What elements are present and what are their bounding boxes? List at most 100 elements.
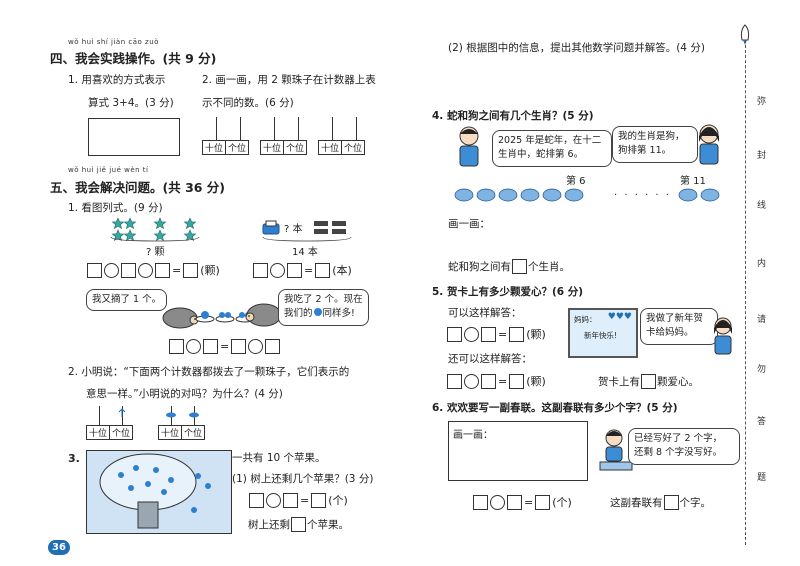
tens-label: 十位 [203, 141, 227, 154]
blank-box[interactable] [509, 326, 525, 342]
q6-bubble: 已经写好了 2 个字， 还剩 8 个字没写好。 [628, 428, 740, 465]
q4-girl-line1: 我的生肖是狗， [618, 131, 685, 142]
blank-box[interactable] [283, 492, 298, 508]
q3-answer-prefix: 树上还剩 [248, 519, 290, 531]
blank-box[interactable] [641, 374, 656, 389]
q1-title: 1. 看图列式。(9 分) [68, 202, 163, 214]
equals-sign: = [524, 495, 534, 509]
q4-boy-bubble: 2025 年是蛇年，在十二 生肖中，蛇排第 6。 [492, 130, 612, 167]
q5-answer: 贺卡上有 颗爱心。 [598, 374, 699, 389]
blank-box[interactable] [509, 373, 525, 389]
s5-pinyin: wǒ huì jiě jué wèn tí [68, 166, 149, 174]
blank-box[interactable] [507, 494, 522, 510]
s4-pinyin: wǒ huì shí jiàn cāo zuò [68, 38, 159, 46]
bead-icon [189, 412, 199, 418]
operator-circle[interactable] [266, 492, 281, 508]
tens-label: 十位 [261, 141, 285, 154]
blank-box[interactable] [291, 517, 306, 532]
abacus-rod [216, 117, 217, 141]
abacus-rod [356, 117, 357, 141]
blank-box[interactable] [183, 262, 199, 278]
equals-sign: = [498, 327, 508, 341]
q3-equation[interactable]: = (个) [248, 492, 349, 508]
blank-box[interactable] [87, 262, 102, 278]
stars-unknown-label: ? 颗 [146, 247, 165, 258]
abacus-rod [274, 117, 275, 141]
q4-boy-line2: 生肖中，蛇排第 6。 [498, 149, 584, 161]
operator-circle[interactable] [138, 262, 153, 278]
operator-circle[interactable] [464, 373, 479, 389]
margin-char: 封 [757, 151, 767, 161]
answer-box-3plus4[interactable] [88, 118, 180, 156]
star-icon [153, 217, 167, 230]
hedgehog2-line2b: 同样多! [322, 308, 355, 320]
hedgehog2-line2a: 我们的 [284, 308, 313, 320]
bead-icon [166, 412, 176, 418]
abacus-rod [240, 117, 241, 141]
operator-circle[interactable] [248, 339, 264, 354]
blank-box[interactable] [253, 262, 268, 278]
section5-title: 五、我会解决问题。(共 36 分) [50, 180, 226, 195]
q4-girl-bubble: 我的生肖是狗， 狗排第 11。 [612, 126, 698, 163]
q3-number: 3. [68, 452, 80, 465]
bead-removed-arrow-icon [118, 408, 126, 417]
book-stack-icon [262, 220, 280, 235]
blank-box[interactable] [121, 262, 136, 278]
q5-title: 5. 贺卡上有多少颗爱心？(6 分) [432, 286, 584, 298]
unit-label: (本) [332, 264, 352, 277]
s4-q2-line1: 2. 画一画，用 2 颗珠子在计数器上表 [202, 74, 376, 86]
q1-equation-books[interactable]: = (本) [252, 262, 353, 278]
q3-answer-suffix: 个苹果。 [307, 519, 349, 531]
q6-equation[interactable]: = (个) [472, 494, 573, 510]
blank-box[interactable] [155, 262, 170, 278]
q2-line1: 2. 小明说：“下面两个计数器都拨去了一颗珠子，它们表示的 [68, 366, 350, 378]
blank-box[interactable] [203, 339, 218, 354]
q5-equation-1[interactable]: = (颗) [446, 326, 547, 342]
q5-way1: 可以这样解答： [448, 307, 522, 319]
blank-box[interactable] [311, 492, 327, 508]
unit-label: (颗) [526, 375, 546, 388]
operator-circle[interactable] [186, 339, 201, 354]
zodiac-animals-end [678, 188, 720, 202]
blank-box[interactable] [663, 495, 679, 510]
s4-q1-line2: 算式 3+4。(3 分) [88, 97, 174, 109]
q6-draw-box[interactable]: 画一画： [448, 421, 588, 481]
blank-box[interactable] [481, 373, 496, 389]
operator-circle[interactable] [270, 262, 285, 278]
blank-box[interactable] [169, 339, 184, 354]
greeting-card: 妈妈： 新年快乐! ♥♥♥ [568, 308, 638, 358]
q5-answer-suffix: 颗爱心。 [657, 376, 699, 388]
q4-answer-prefix: 蛇和狗之间有 [448, 261, 511, 273]
ones-label: 个位 [228, 144, 247, 154]
blank-box[interactable] [315, 262, 331, 278]
q1-equation-stars[interactable]: = (颗) [86, 262, 221, 278]
q5-girl-bubble: 我做了新年贺 卡给妈妈。 [640, 308, 718, 345]
q4-title: 4. 蛇和狗之间有几个生肖？(5 分) [432, 110, 594, 122]
q5-bubble-line2: 卡给妈妈。 [646, 327, 694, 339]
boy-writing-icon [599, 429, 633, 471]
abacus-3[interactable]: 十位个位 [318, 115, 370, 155]
q1-equation-apples[interactable]: = [168, 339, 281, 354]
margin-char: 线 [757, 201, 767, 211]
blank-box[interactable] [447, 373, 462, 389]
zodiac-ellipsis: · · · · · · [614, 190, 671, 201]
blank-box[interactable] [265, 339, 281, 354]
blank-box[interactable] [447, 326, 462, 342]
operator-circle[interactable] [490, 494, 505, 510]
abacus-2[interactable]: 十位个位 [260, 115, 312, 155]
blank-box[interactable] [249, 492, 264, 508]
star-icon [111, 217, 125, 230]
blank-box[interactable] [473, 494, 488, 510]
abacus-1[interactable]: 十位个位 [202, 115, 254, 155]
blank-box[interactable] [231, 339, 247, 354]
q4-answer-suffix: 个生肖。 [528, 261, 570, 273]
operator-circle[interactable] [104, 262, 119, 278]
q5-equation-2[interactable]: = (颗) [446, 373, 547, 389]
blank-box[interactable] [512, 259, 527, 274]
blank-box[interactable] [535, 494, 551, 510]
operator-circle[interactable] [464, 326, 479, 342]
blank-box[interactable] [481, 326, 496, 342]
star-icon [123, 229, 137, 242]
blank-box[interactable] [287, 262, 302, 278]
zodiac-animals-row [454, 188, 584, 202]
